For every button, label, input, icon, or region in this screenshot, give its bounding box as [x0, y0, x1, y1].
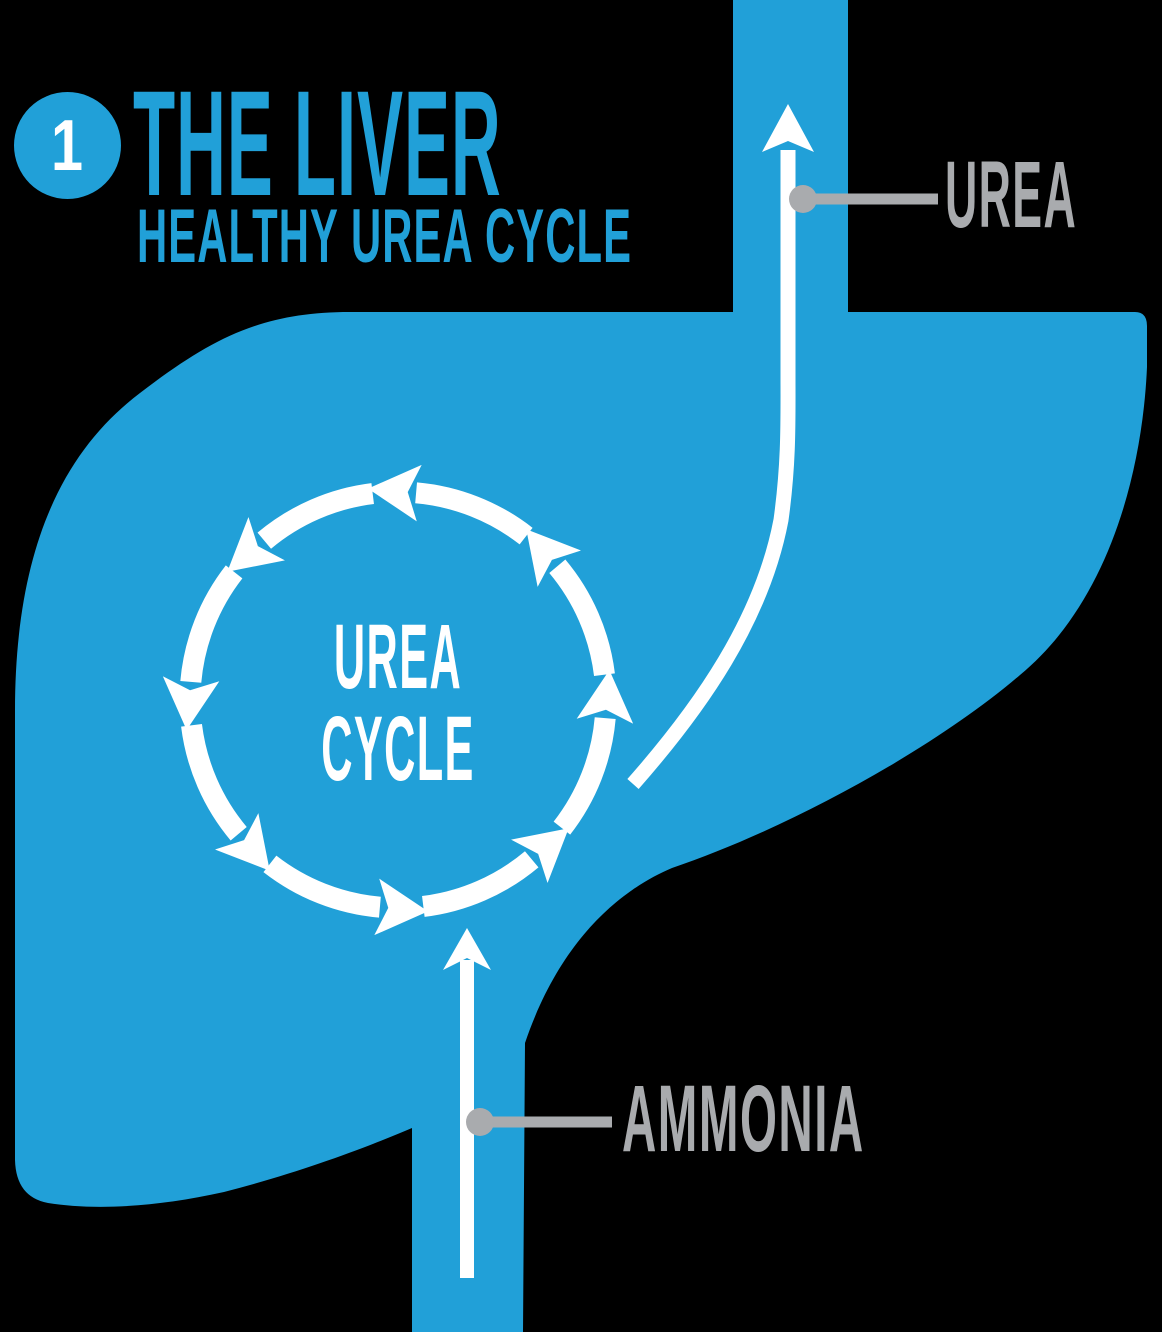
- cycle-center-label-line2: CYCLE: [321, 698, 475, 800]
- cycle-arrow-segment: [181, 723, 270, 871]
- urea-cycle-arrows: [162, 464, 634, 936]
- ammonia-connector-dot: [466, 1108, 494, 1136]
- step-badge: 1: [14, 92, 121, 199]
- cycle-arrow-segment: [263, 855, 429, 936]
- step-badge-number: 1: [51, 105, 84, 186]
- cycle-arrow-segment: [421, 828, 569, 917]
- urea-output-label: UREA: [945, 142, 1078, 248]
- cycle-arrow-segment: [526, 529, 615, 677]
- cycle-arrow-segment: [367, 464, 533, 545]
- cycle-center-label-line1: UREA: [333, 606, 463, 708]
- ammonia-input-label: AMMONIA: [622, 1066, 865, 1172]
- page-subtitle: HEALTHY UREA CYCLE: [137, 194, 633, 279]
- cycle-arrow-segment: [553, 669, 634, 835]
- cycle-center-label: UREA CYCLE: [304, 611, 492, 795]
- cycle-arrow-segment: [227, 483, 375, 572]
- cycle-arrow-segment: [162, 565, 243, 731]
- page-title: THE LIVER: [133, 59, 502, 227]
- urea-connector-dot: [789, 185, 817, 213]
- urea-flow-arrow-head: [762, 104, 814, 152]
- urea-flow-arrow-shaft: [627, 150, 796, 789]
- ammonia-flow-arrow-head: [443, 928, 491, 970]
- liver-shape: [15, 0, 1147, 1332]
